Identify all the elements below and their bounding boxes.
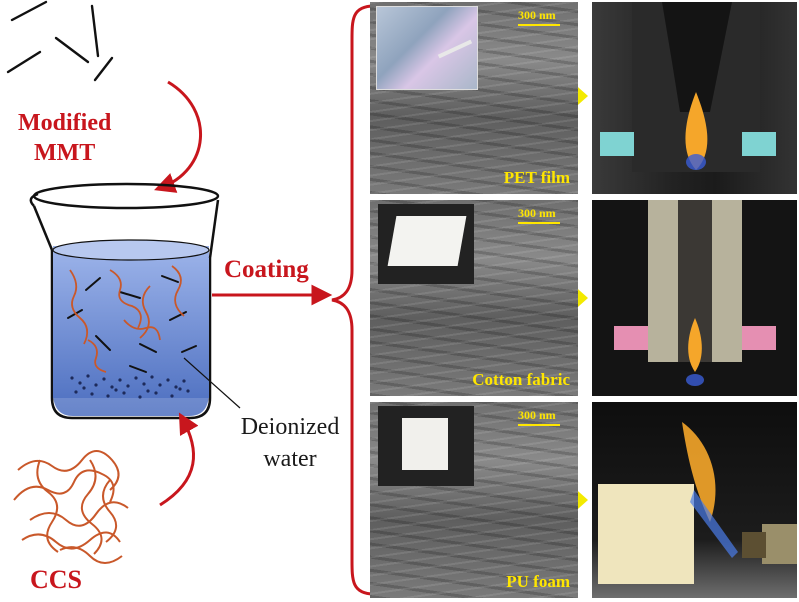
flame-icon <box>688 318 702 372</box>
burn-scene-pu <box>598 422 797 584</box>
clip-icon <box>742 326 776 350</box>
clip-icon <box>614 326 648 350</box>
beaker-icon <box>29 182 220 420</box>
caption-pu: PU foam <box>506 572 570 591</box>
burn-photo-pet <box>592 2 797 194</box>
scale-bar <box>518 24 560 26</box>
curved-arrow-mmt <box>154 80 203 193</box>
sem-panel-cotton: 300 nm Cotton fabric <box>370 200 578 396</box>
label-water: water <box>263 446 317 472</box>
water-pointer <box>183 357 241 409</box>
scale-bar <box>518 424 560 426</box>
label-mmt: MMT <box>34 140 96 166</box>
inset-photo-pu <box>378 406 474 486</box>
scale-label: 300 nm <box>518 408 556 422</box>
flame-icon <box>685 92 708 170</box>
brace <box>331 4 375 596</box>
burn-photo-pu <box>592 402 797 598</box>
curved-arrow-ccs <box>159 412 199 507</box>
flame-icon <box>682 422 716 522</box>
scale-label: 300 nm <box>518 206 556 220</box>
burn-scene-cotton <box>614 200 776 386</box>
inset-photo-pet <box>376 6 478 90</box>
scale-label: 300 nm <box>518 8 556 22</box>
label-modified: Modified <box>18 110 112 136</box>
clip-icon <box>742 132 776 156</box>
label-coating: Coating <box>224 256 309 283</box>
scale-bar <box>518 222 560 224</box>
clip-icon <box>600 132 634 156</box>
inset-photo-cotton <box>378 204 474 284</box>
label-ccs: CCS <box>30 565 83 594</box>
mmt-platelets <box>6 0 114 82</box>
ccs-fibers <box>13 450 129 564</box>
caption-cotton: Cotton fabric <box>472 370 570 389</box>
sem-panel-pet: 300 nm PET film <box>370 2 578 194</box>
burn-scene-pet <box>600 2 776 172</box>
label-deionized: Deionized <box>240 414 340 440</box>
sem-panel-pu: 300 nm PU foam <box>370 402 578 598</box>
burn-photo-cotton <box>592 200 797 396</box>
caption-pet: PET film <box>503 168 570 187</box>
